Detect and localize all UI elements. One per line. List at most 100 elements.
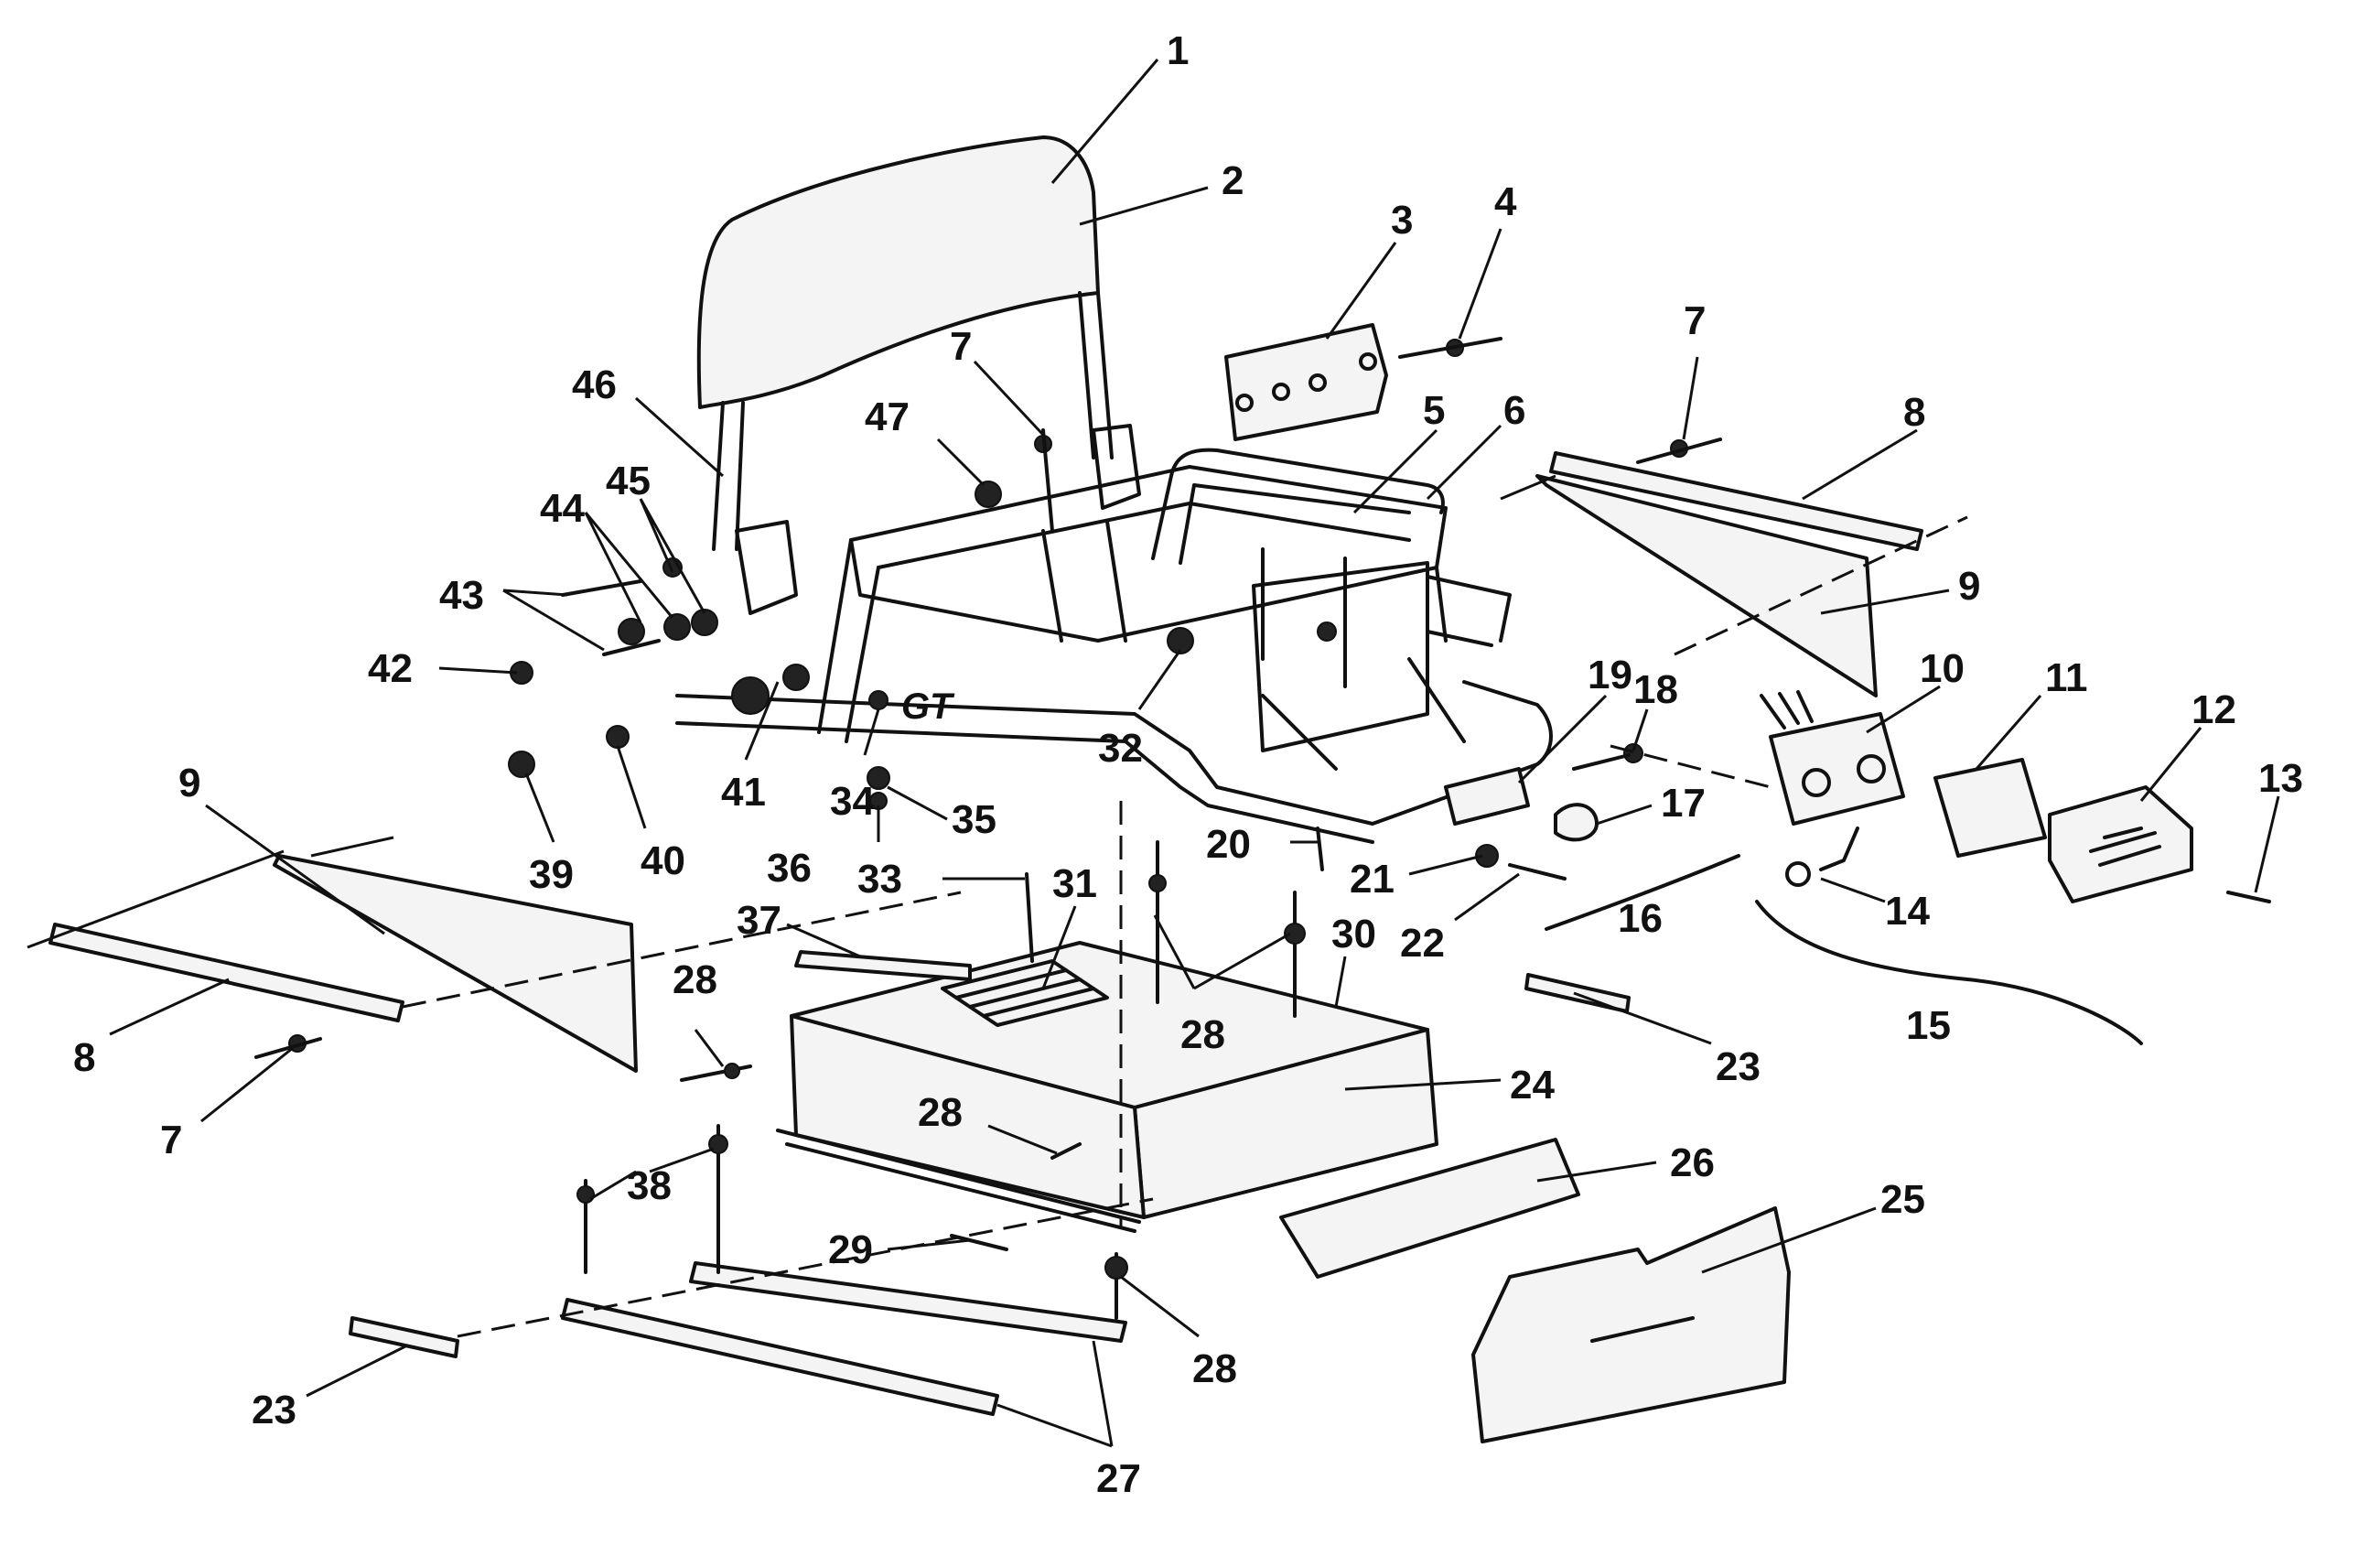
rack-side-rail <box>1426 575 1512 647</box>
side-panel-left <box>273 854 638 1073</box>
leader-32 <box>1137 649 1182 710</box>
hitch-plate <box>1444 767 1530 826</box>
callout-19: 19 <box>1588 653 1632 697</box>
bolt <box>1041 428 1054 533</box>
callout-28c: 28 <box>918 1090 963 1135</box>
leader-23a <box>1573 991 1712 1045</box>
callout-28d: 28 <box>1192 1346 1237 1391</box>
callout-23b: 23 <box>252 1388 296 1432</box>
leader-9a <box>1820 589 1950 615</box>
washer <box>691 609 718 636</box>
callout-12: 12 <box>2192 687 2236 732</box>
mud-flap-slot <box>1590 1316 1695 1343</box>
assembly-line <box>457 1197 1154 1338</box>
rack-rail-inner <box>877 502 1411 569</box>
tail-light-pigtail-ring <box>1785 861 1811 887</box>
callout-38: 38 <box>627 1163 672 1208</box>
assembly-line <box>1674 515 1968 656</box>
leader-28c <box>987 1124 1058 1155</box>
leader-11 <box>1975 695 2042 770</box>
bolt <box>1508 863 1567 881</box>
leader-37 <box>786 923 861 958</box>
callout-8b: 8 <box>73 1035 95 1080</box>
leader-38 <box>589 1147 715 1201</box>
leader-22 <box>1454 872 1520 922</box>
tail-light-pigtail <box>1819 827 1859 871</box>
plate-hole <box>1235 394 1254 412</box>
callout-41: 41 <box>721 770 766 815</box>
leader-1 <box>1050 59 1159 184</box>
nut <box>782 664 810 691</box>
leader-6 <box>1426 424 1502 501</box>
rack-cross-bars <box>1041 520 1347 688</box>
callout-11: 11 <box>2045 655 2088 700</box>
tail-light-lens-pattern <box>2089 827 2161 867</box>
backrest-bracket-right <box>1092 424 1141 510</box>
tail-light-wires <box>1760 690 1814 729</box>
mounting-plate <box>1224 323 1388 441</box>
reflector-strip-left <box>349 1316 459 1358</box>
callout-17: 17 <box>1661 781 1706 826</box>
washer <box>663 613 691 641</box>
assembly-line <box>1610 744 1772 789</box>
leader-13 <box>2254 795 2280 893</box>
leader-2 <box>1079 186 1209 226</box>
leader-8b <box>109 978 230 1036</box>
leader-47 <box>936 438 985 487</box>
bolt <box>2226 891 2271 903</box>
callout-37: 37 <box>737 898 781 943</box>
leader-3 <box>1325 242 1397 340</box>
plate-hole <box>1308 373 1327 392</box>
callout-6: 6 <box>1503 388 1525 433</box>
leader-35 <box>887 785 948 821</box>
fastener-pin <box>1050 1142 1082 1160</box>
callout-7a: 7 <box>950 324 972 369</box>
nut <box>508 751 535 778</box>
mud-flap <box>1471 1206 1791 1443</box>
callout-1: 1 <box>1167 28 1189 73</box>
callout-13: 13 <box>2258 756 2303 801</box>
callout-14: 14 <box>1885 889 1930 934</box>
leader-9b <box>205 804 385 935</box>
pin <box>1316 827 1324 871</box>
vent-grille <box>941 959 1109 1027</box>
callout-5: 5 <box>1423 388 1445 433</box>
callout-28a: 28 <box>673 957 717 1002</box>
callout-10: 10 <box>1920 646 1965 691</box>
leader-46 <box>634 396 725 478</box>
nut <box>1623 743 1643 763</box>
leader-17 <box>1596 804 1653 826</box>
leader-31 <box>1041 905 1077 989</box>
leader-28b <box>1153 914 1291 990</box>
leader-27 <box>996 1340 1114 1448</box>
bolt <box>1636 438 1722 464</box>
leader-42 <box>438 666 518 675</box>
base-tray-lower <box>675 721 1374 844</box>
washer <box>867 766 890 790</box>
callout-34: 34 <box>830 779 875 824</box>
fastener-pin <box>680 1064 752 1082</box>
leader-29 <box>887 1238 971 1251</box>
assembly-line <box>402 891 962 1009</box>
callout-20: 20 <box>1206 822 1251 867</box>
frame-stamp: GT <box>901 686 955 727</box>
callout-23a: 23 <box>1716 1044 1761 1089</box>
callout-25: 25 <box>1880 1177 1925 1222</box>
backrest-upright-right <box>1078 291 1114 459</box>
callout-8a: 8 <box>1903 390 1925 435</box>
callout-15: 15 <box>1906 1003 1951 1048</box>
leader-41 <box>744 681 780 761</box>
leader-8a <box>1802 428 1918 501</box>
callout-7c: 7 <box>160 1118 182 1162</box>
leader-4 <box>1458 228 1502 340</box>
leader-28d <box>1120 1275 1200 1338</box>
leader-44 <box>584 512 674 623</box>
bushing <box>1317 621 1337 642</box>
nut <box>1167 627 1194 654</box>
washer <box>618 618 645 645</box>
callout-32: 32 <box>1098 726 1143 771</box>
callout-21: 21 <box>1350 857 1395 902</box>
leader-19 <box>1517 694 1608 784</box>
fastener-head <box>1284 923 1306 945</box>
